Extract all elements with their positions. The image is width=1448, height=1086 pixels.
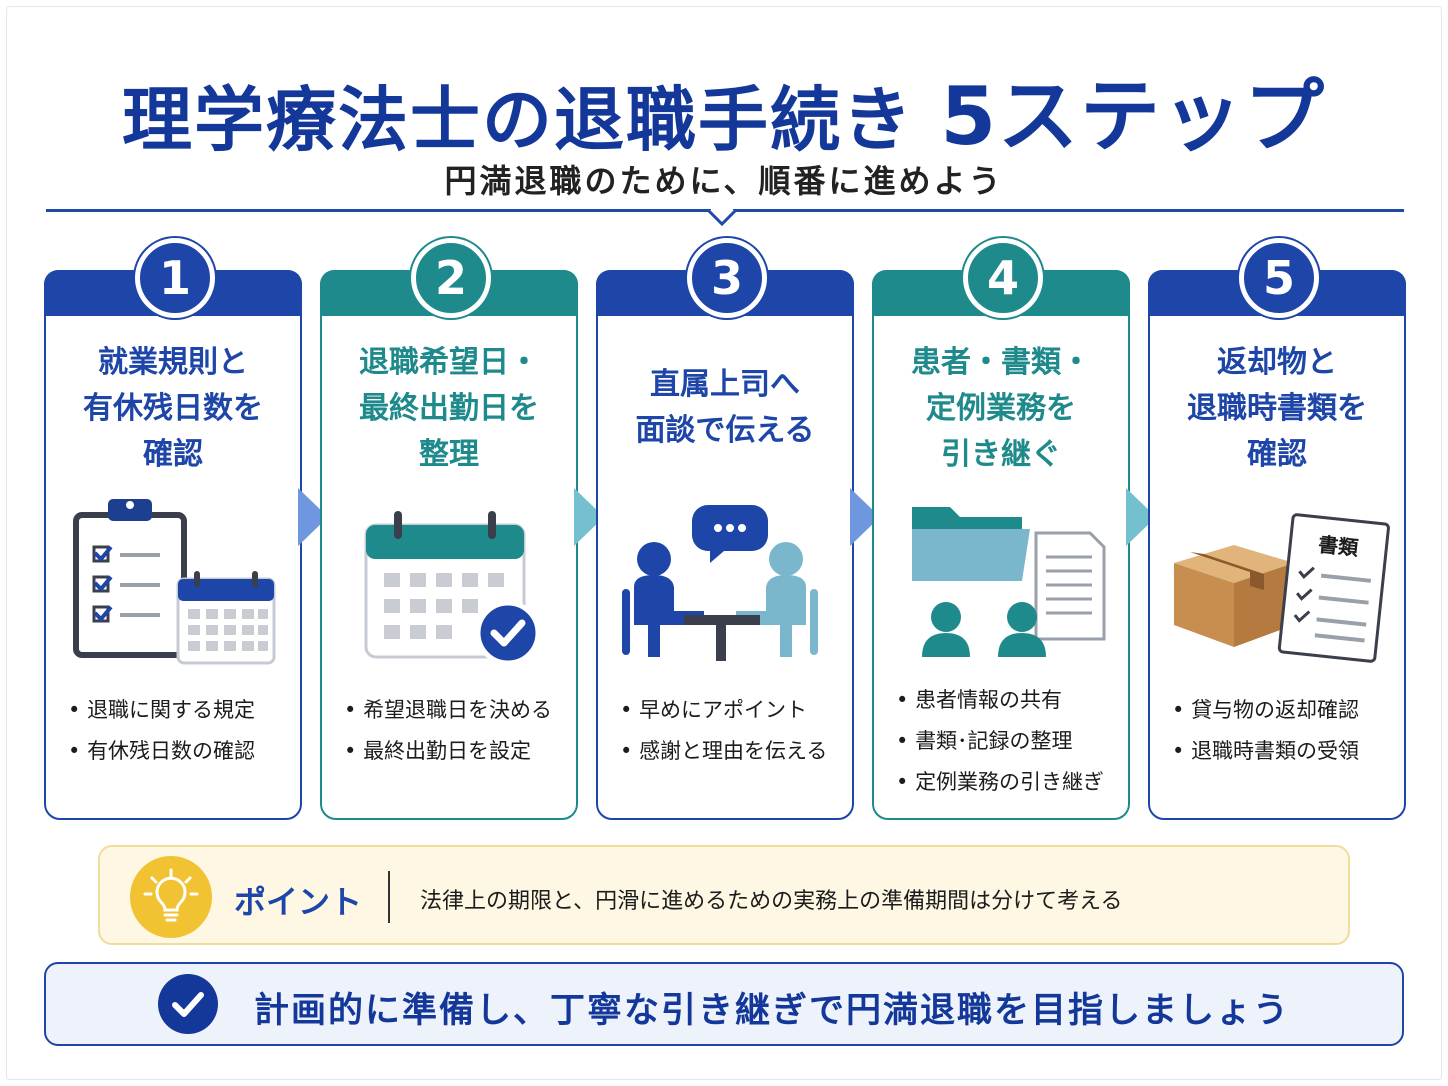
calendar-check-icon <box>364 511 541 666</box>
page-title: 理学療法士の退職手続き 5ステップ <box>121 70 1327 163</box>
step-number-badge: 5 <box>1239 238 1319 318</box>
step-card-2: 2 退職希望日・ 最終出勤日を 整理 希望退職日を決める 最終出勤日を設定 <box>320 238 578 820</box>
divider-notch-icon <box>708 206 736 227</box>
step-card-4: 4 患者・書類・ 定例業務を 引き継ぐ 患者情報の共有 書類･記録の整理 定例業… <box>872 238 1130 820</box>
arrow-right-icon <box>298 488 328 546</box>
list-item: 書類･記録の整理 <box>896 721 1126 762</box>
point-separator <box>388 871 390 923</box>
arrow-right-icon <box>850 488 880 546</box>
point-box: ポイント 法律上の期限と、円滑に進めるための実務上の準備期間は分けて考える <box>98 845 1350 945</box>
folder-handover-icon <box>912 507 1106 657</box>
step-title: 直属上司へ 面談で伝える <box>635 367 815 448</box>
clipboard-calendar-icon <box>73 499 276 665</box>
step-number-badge: 2 <box>411 238 491 318</box>
document-label: 書類 <box>1317 532 1360 560</box>
step-number-badge: 1 <box>135 238 215 318</box>
step-bullets: 早めにアポイント 感謝と理由を伝える <box>620 690 850 772</box>
conclusion-text: 計画的に準備し、丁寧な引き継ぎで円満退職を目指しましょう <box>254 991 1291 1031</box>
list-item: 退職に関する規定 <box>68 690 298 731</box>
step-card-5: 5 返却物と 退職時書類を 確認 書類 貸与物の返却確認 退職時書類の受領 <box>1148 238 1406 820</box>
list-item: 貸与物の返却確認 <box>1172 690 1402 731</box>
list-item: 退職時書類の受領 <box>1172 731 1402 772</box>
list-item: 定例業務の引き継ぎ <box>896 762 1126 803</box>
step-title: 返却物と 退職時書類を 確認 <box>1187 345 1367 472</box>
step-number-badge: 4 <box>963 238 1043 318</box>
step-bullets: 退職に関する規定 有休残日数の確認 <box>68 690 298 772</box>
arrow-right-icon <box>1126 488 1156 546</box>
conclusion-box: 計画的に準備し、丁寧な引き継ぎで円満退職を目指しましょう <box>44 962 1404 1046</box>
list-item: 希望退職日を決める <box>344 690 574 731</box>
list-item: 感謝と理由を伝える <box>620 731 850 772</box>
step-card-3: 3 直属上司へ 面談で伝える 早めにアポイント 感謝と理由を伝える <box>596 238 854 820</box>
step-title: 就業規則と 有休残日数を 確認 <box>83 345 263 472</box>
page-frame <box>6 6 1442 1080</box>
list-item: 患者情報の共有 <box>896 680 1126 721</box>
point-label: ポイント <box>234 883 363 921</box>
step-card-1: 1 就業規則と 有休残日数を 確認 <box>44 238 302 820</box>
list-item: 早めにアポイント <box>620 690 850 731</box>
check-circle-icon <box>158 974 218 1034</box>
list-item: 最終出勤日を設定 <box>344 731 574 772</box>
step-bullets: 希望退職日を決める 最終出勤日を設定 <box>344 690 574 772</box>
step-title: 患者・書類・ 定例業務を 引き継ぐ <box>911 345 1091 472</box>
meeting-icon <box>622 505 818 661</box>
box-documents-icon: 書類 <box>1174 513 1390 663</box>
list-item: 有休残日数の確認 <box>68 731 298 772</box>
arrow-right-icon <box>574 488 604 546</box>
step-bullets: 貸与物の返却確認 退職時書類の受領 <box>1172 690 1402 772</box>
page-subtitle: 円満退職のために、順番に進めよう <box>444 162 1004 200</box>
point-text: 法律上の期限と、円滑に進めるための実務上の準備期間は分けて考える <box>420 889 1123 914</box>
step-bullets: 患者情報の共有 書類･記録の整理 定例業務の引き継ぎ <box>896 680 1126 803</box>
step-title: 退職希望日・ 最終出勤日を 整理 <box>359 345 539 472</box>
lightbulb-icon <box>130 856 212 938</box>
step-number-badge: 3 <box>687 238 767 318</box>
steps-row: 1 就業規則と 有休残日数を 確認 <box>0 0 1448 830</box>
